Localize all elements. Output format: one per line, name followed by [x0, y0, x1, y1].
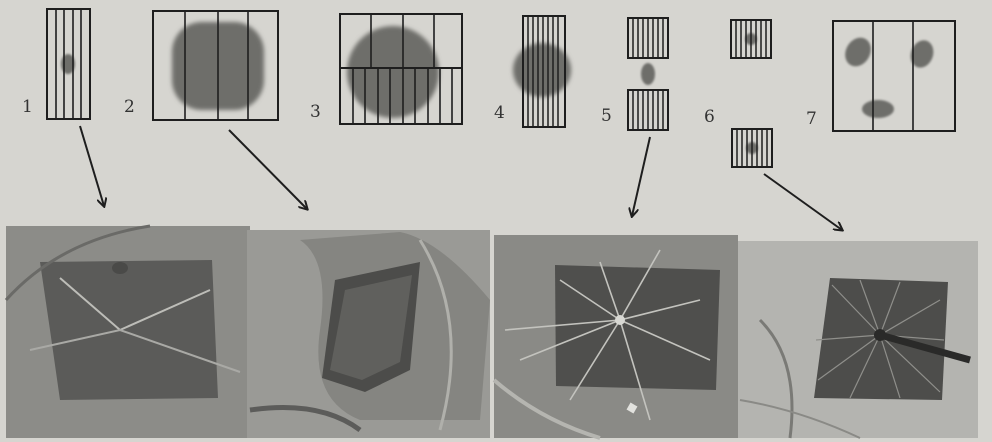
arrow-5-to-photo	[632, 137, 650, 216]
photo-2	[247, 230, 490, 438]
tissue-blot	[513, 43, 571, 97]
photo-1	[6, 226, 250, 438]
tissue-blot	[862, 100, 894, 118]
panel-number: 4	[494, 103, 505, 123]
panel-number: 2	[124, 97, 135, 117]
panel-number: 5	[601, 106, 612, 126]
schematic-panel-5: 5	[601, 18, 668, 130]
grid-lines	[528, 16, 558, 127]
tissue-blot	[840, 33, 876, 71]
arrows	[80, 126, 842, 230]
schematic-panel-2: 2	[124, 11, 278, 120]
panel-number: 1	[22, 97, 33, 117]
panel-number: 3	[310, 102, 321, 122]
tissue-blot	[347, 26, 439, 118]
tissue-blot	[641, 63, 655, 85]
photo-6	[738, 241, 978, 438]
schematic-panel-1: 1	[22, 9, 90, 119]
schematic-panel-7: 7	[806, 21, 955, 131]
photo-5	[494, 235, 738, 438]
tissue-blot	[907, 37, 937, 71]
arrow-1-to-photo	[80, 126, 104, 206]
membrane-outline	[833, 21, 955, 131]
schematic-panel-4: 4	[494, 16, 571, 127]
arrow-6-to-photo	[764, 174, 842, 230]
arrow-2-to-photo	[229, 130, 307, 209]
schematic-panel-3: 3	[310, 14, 462, 124]
schematic-panel-6: 6	[704, 20, 772, 167]
membrane-sheet	[40, 260, 218, 400]
panel-number: 6	[704, 107, 715, 127]
panel-number: 7	[806, 109, 817, 129]
